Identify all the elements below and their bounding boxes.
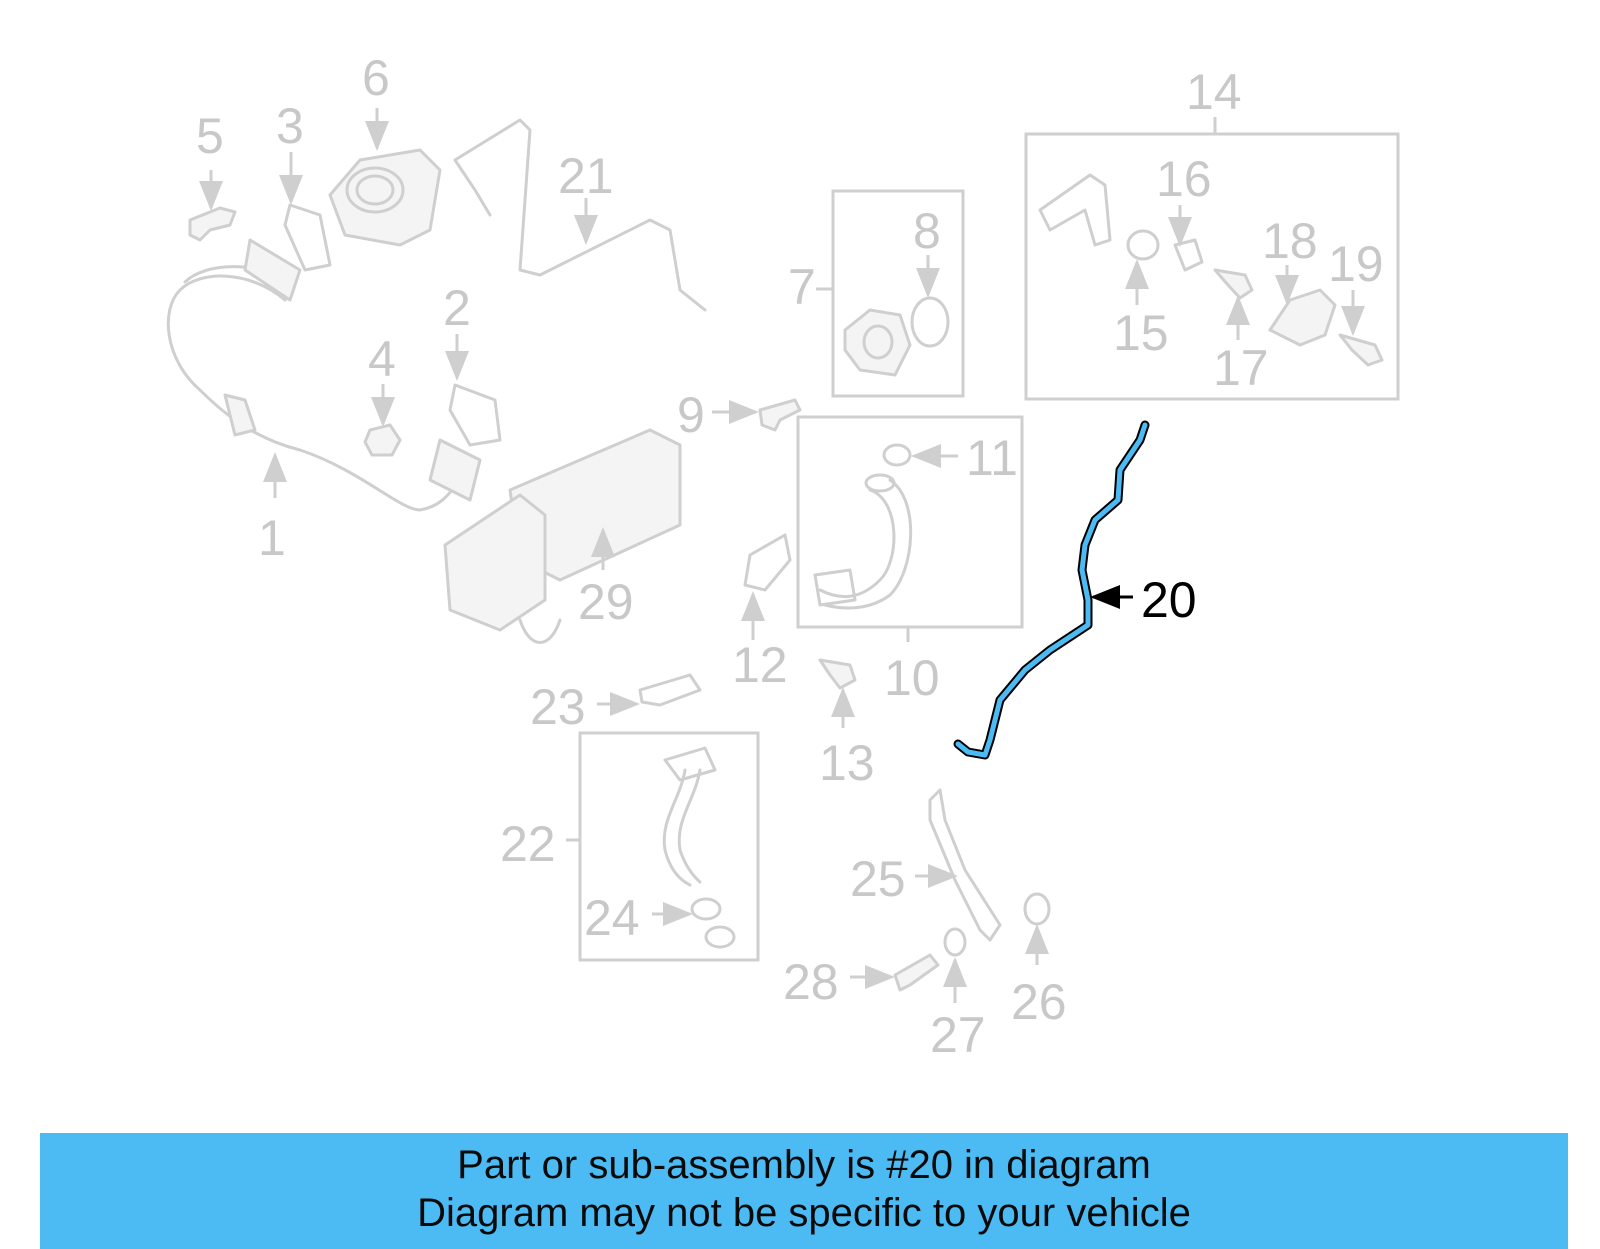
- part-7-fitting: [843, 308, 912, 377]
- part-label-2: 2: [443, 280, 471, 336]
- part-label-12: 12: [732, 637, 788, 693]
- part-19-bolt: [1338, 333, 1384, 367]
- part-9-bolt: [758, 398, 802, 432]
- part-29-egr-cooler: [443, 428, 682, 644]
- part-1-egr-pipe: [166, 238, 482, 512]
- part-label-23: 23: [530, 679, 586, 735]
- part-label-27: 27: [930, 1007, 986, 1063]
- part-23-gasket: [638, 673, 702, 707]
- part-label-25: 25: [850, 851, 906, 907]
- part-label-19: 19: [1328, 236, 1384, 292]
- part-5-bolt: [188, 206, 237, 242]
- part-label-17: 17: [1213, 340, 1269, 396]
- part-label-21: 21: [558, 148, 614, 204]
- part-26-oring: [1023, 892, 1051, 926]
- part-3-gasket: [283, 203, 332, 272]
- part-18-sensor: [1268, 288, 1337, 347]
- part-label-26: 26: [1011, 974, 1067, 1030]
- part-label-1: 1: [258, 510, 286, 566]
- part-label-24: 24: [584, 890, 640, 946]
- part-label-5: 5: [196, 108, 224, 164]
- part-14-bracket: [1038, 173, 1112, 247]
- box-10: [796, 415, 1024, 629]
- part-label-11: 11: [966, 430, 1018, 486]
- part-13-bolt: [818, 658, 857, 690]
- part-label-15: 15: [1113, 305, 1169, 361]
- part-25-tube: [928, 788, 1002, 942]
- part-12-gasket: [743, 533, 792, 592]
- part-label-13: 13: [819, 735, 875, 791]
- caption-line-1: Part or sub-assembly is #20 in diagram: [457, 1143, 1151, 1187]
- leader-lines: [199, 108, 1365, 1003]
- box-14: [1024, 132, 1400, 401]
- part-24-oring-b: [704, 925, 736, 949]
- caption-bar: Part or sub-assembly is #20 in diagram D…: [40, 1133, 1568, 1249]
- part-11-grommet: [882, 443, 912, 467]
- part-label-7: 7: [788, 259, 816, 315]
- part-15-bushing: [1126, 229, 1160, 261]
- part-21-tube: [453, 118, 707, 312]
- part-20-tube-highlighted: [953, 420, 1150, 760]
- part-label-22: 22: [500, 816, 556, 872]
- part-label-4: 4: [368, 331, 396, 387]
- part-label-8: 8: [913, 203, 941, 259]
- part-label-28: 28: [783, 954, 839, 1010]
- box-22: [578, 731, 760, 962]
- part-6-egr-valve: [328, 148, 442, 247]
- part-label-14: 14: [1186, 64, 1242, 120]
- part-label-20: 20: [1141, 572, 1197, 628]
- part-8-oring: [910, 296, 950, 348]
- part-16-clip: [1173, 238, 1204, 272]
- part-label-3: 3: [276, 98, 304, 154]
- part-17-bolt: [1213, 268, 1254, 300]
- part-27-washer: [943, 927, 967, 957]
- part-10-pipe: [813, 473, 913, 610]
- part-label-6: 6: [362, 50, 390, 106]
- part-labels: 1 2 3 4 5 6 7 8 9 10 11 12 13 14 15 16 1…: [196, 50, 1384, 1063]
- part-28-bolt: [893, 953, 940, 992]
- part-24-oring-a: [690, 897, 722, 921]
- part-4-nut: [363, 423, 402, 457]
- part-label-29: 29: [578, 574, 634, 630]
- part-label-18: 18: [1262, 213, 1318, 269]
- part-label-9: 9: [677, 387, 705, 443]
- part-2-gasket: [448, 383, 502, 447]
- part-label-10: 10: [884, 650, 940, 706]
- part-label-16: 16: [1156, 151, 1212, 207]
- caption-line-2: Diagram may not be specific to your vehi…: [417, 1191, 1191, 1235]
- box-7: [831, 189, 965, 398]
- part-22-pipe: [662, 746, 717, 887]
